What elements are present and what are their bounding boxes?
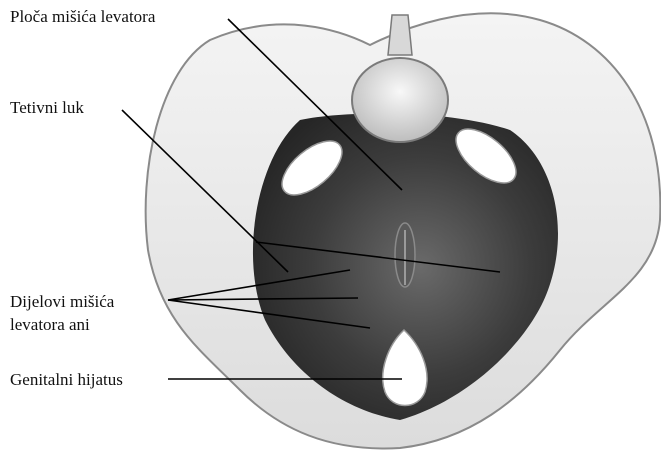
label-levator-ani-parts-line2: levatora ani bbox=[10, 313, 114, 336]
label-levator-ani-parts: Dijelovi mišića levatora ani bbox=[10, 290, 114, 336]
label-levator-plate: Ploča mišića levatora bbox=[10, 7, 155, 27]
coccyx bbox=[388, 15, 412, 55]
label-levator-ani-parts-line1: Dijelovi mišića bbox=[10, 290, 114, 313]
label-tendinous-arch: Tetivni luk bbox=[10, 98, 84, 118]
sacrum bbox=[352, 58, 448, 142]
label-genital-hiatus: Genitalni hijatus bbox=[10, 370, 123, 390]
